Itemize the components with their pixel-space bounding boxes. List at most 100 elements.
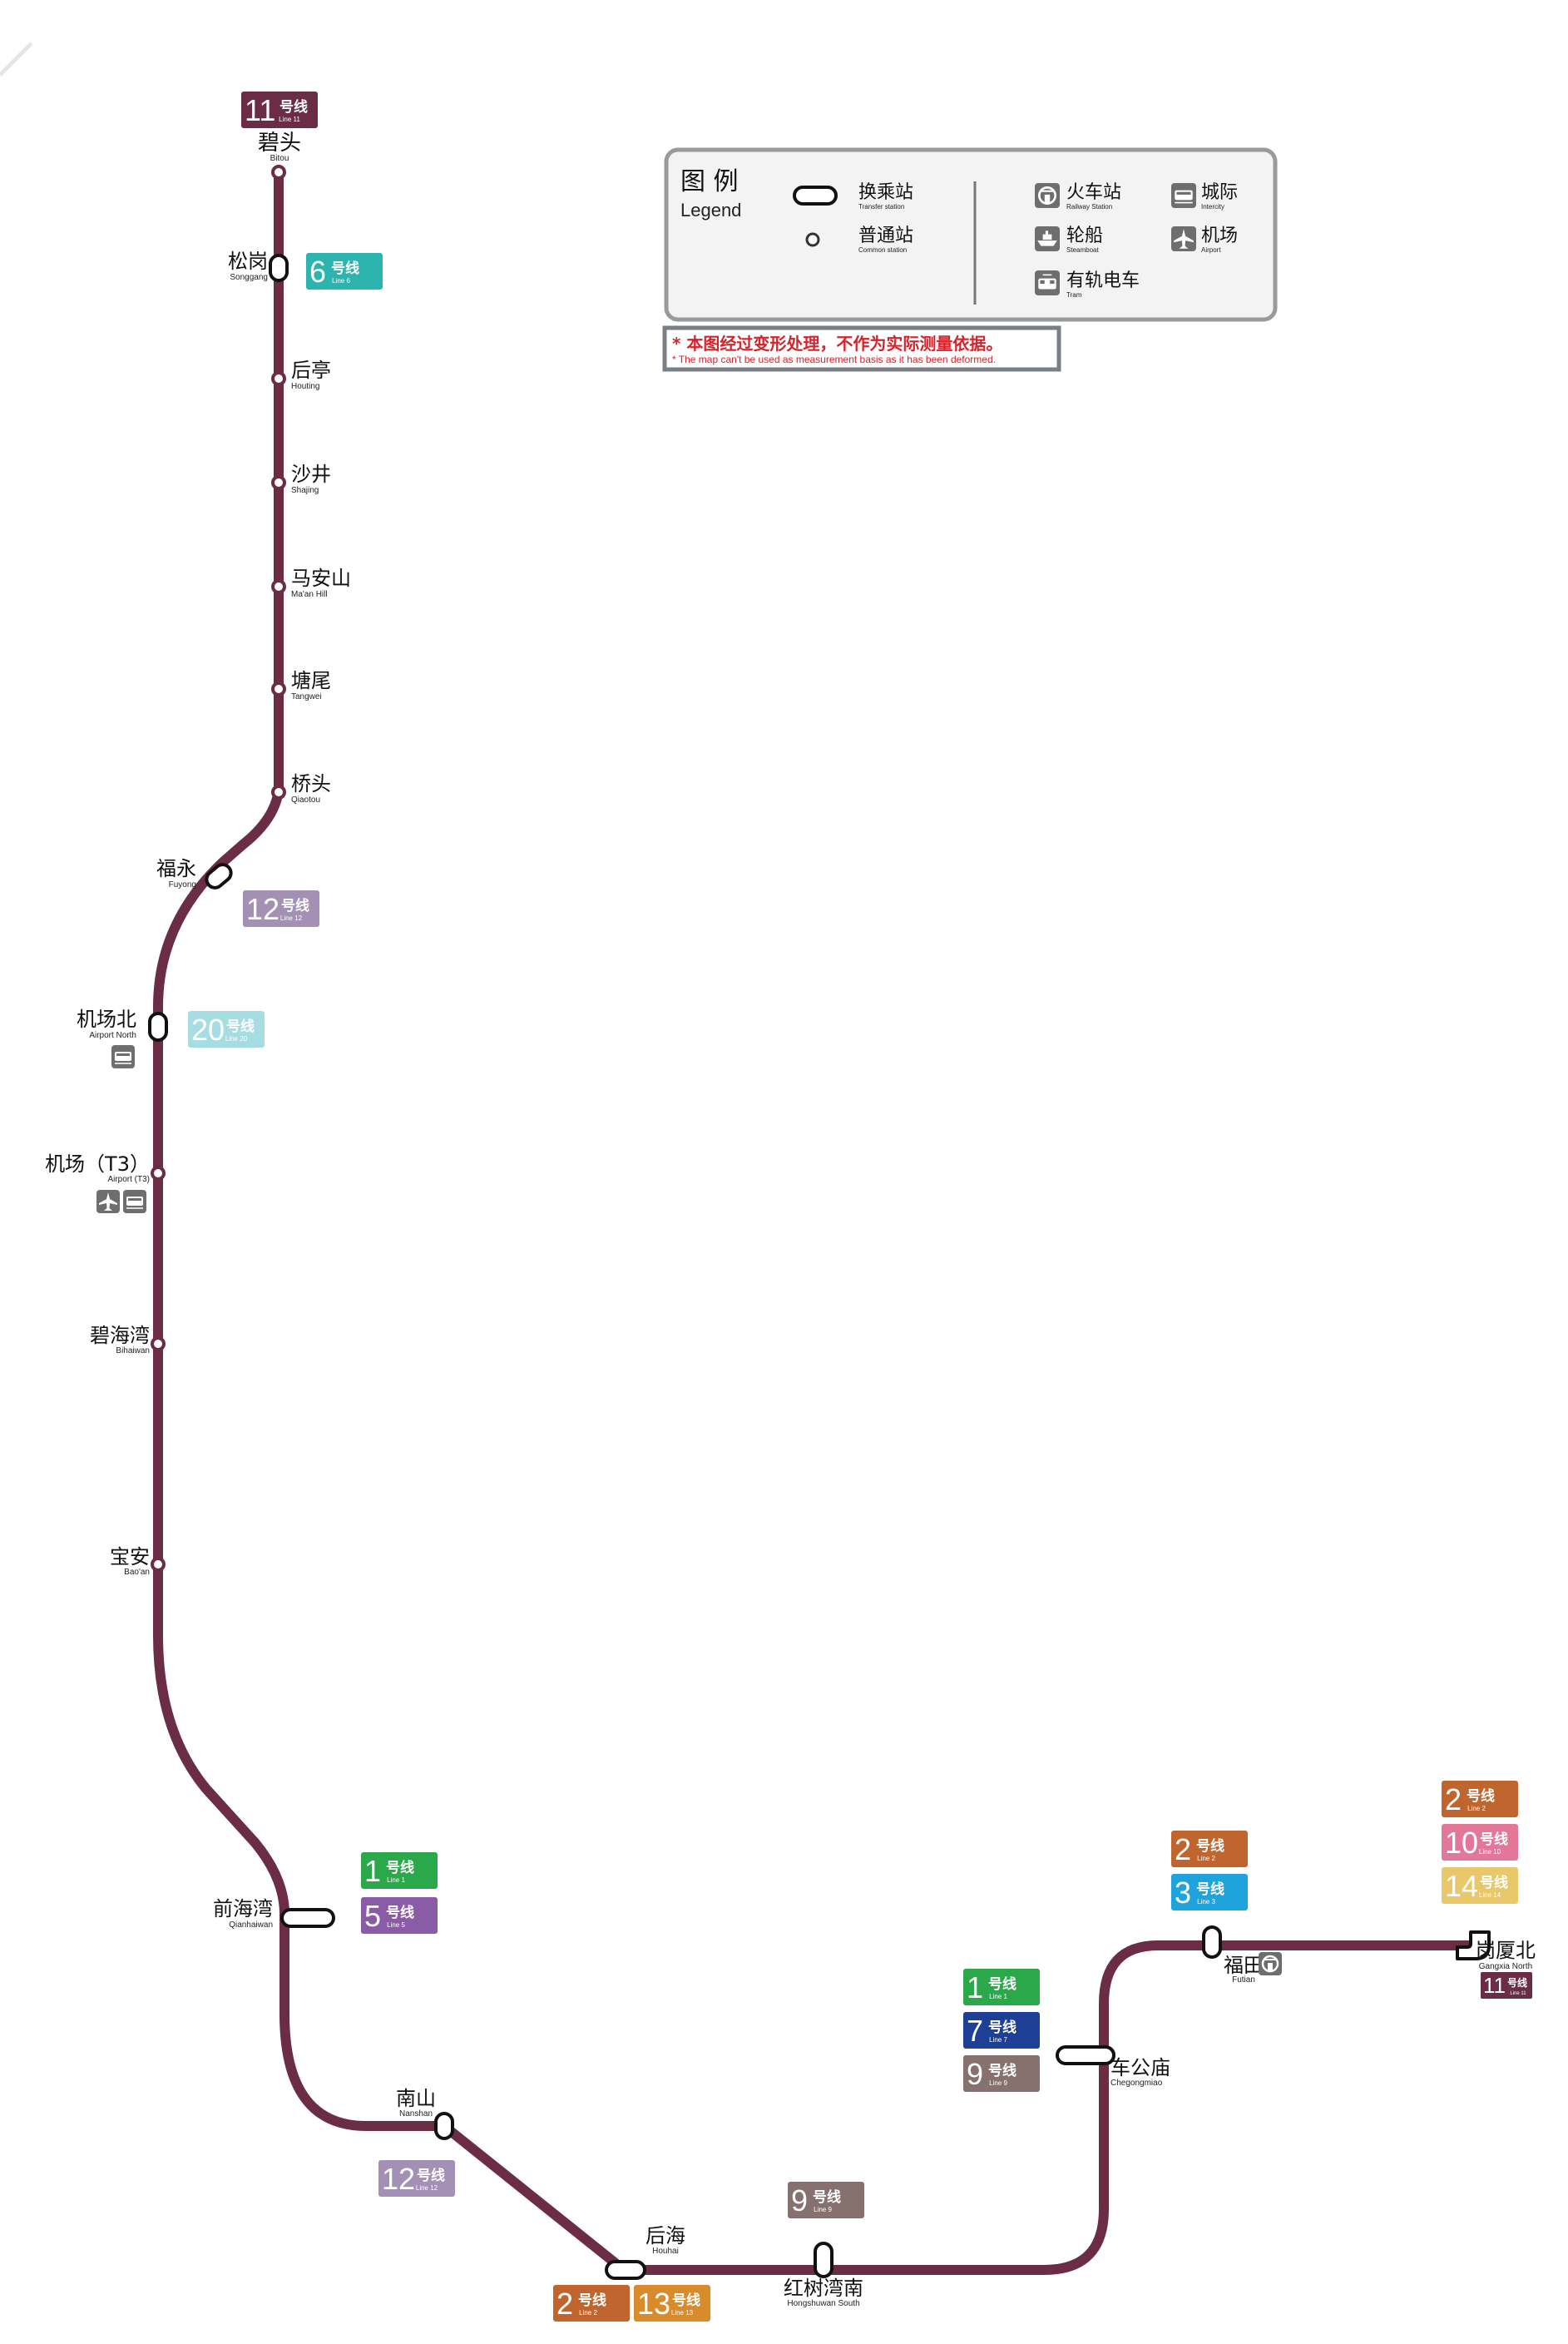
line-suffix: 号线 — [417, 2167, 445, 2184]
decorative-stroke — [0, 42, 33, 77]
legend-title: 图 例 — [680, 167, 739, 196]
line-badge-bg — [361, 1852, 438, 1889]
legend-label-en: Intercity — [1201, 203, 1224, 211]
line-suffix: 号线 — [1507, 1976, 1527, 1989]
legend-label: 城际 — [1201, 182, 1238, 203]
intercity-icon — [111, 1045, 135, 1068]
intercity-icon — [123, 1190, 146, 1213]
tram-icon — [1035, 270, 1060, 295]
line-badge-bg — [1442, 1781, 1518, 1817]
line-number: 9 — [791, 2183, 808, 2218]
line-suffix: 号线 — [1467, 1787, 1495, 1805]
transfer-station-icon — [793, 186, 838, 206]
station-name-en: Bao'an — [124, 1568, 150, 1577]
station-name: 宝安 — [110, 1545, 150, 1568]
line-number: 3 — [1175, 1876, 1191, 1910]
line-badge-bg — [1171, 1831, 1248, 1867]
legend-label: 有轨电车 — [1066, 270, 1140, 291]
transfer-station-marker — [814, 2242, 833, 2278]
station-name-en: Qiaotou — [291, 795, 320, 805]
line-name-en: Line 11 — [279, 116, 300, 123]
notice-en: * The map can't be used as measurement b… — [672, 354, 996, 365]
line-badge-bg — [361, 1897, 438, 1934]
line-badge-bg — [963, 2055, 1040, 2092]
station-name-en: Bihaiwan — [116, 1346, 150, 1355]
legend-label: 普通站 — [858, 225, 913, 246]
station-name: 车公庙 — [1110, 2056, 1170, 2079]
railway-station-icon — [1035, 183, 1060, 208]
line-number: 10 — [1445, 1826, 1478, 1860]
railway-station-icon — [1259, 1952, 1282, 1975]
legend-label-en: Transfer station — [858, 203, 904, 211]
legend-label: 火车站 — [1066, 182, 1121, 203]
line-number: 12 — [382, 2162, 415, 2196]
line-badge-bg — [1442, 1824, 1518, 1861]
line-number: 11 — [1483, 1973, 1506, 1998]
legend-title-en: Legend — [680, 200, 741, 221]
station-name: 福田 — [1224, 1954, 1264, 1977]
line-number: 2 — [1175, 1832, 1191, 1866]
station-name: 红树湾南 — [784, 2277, 863, 2300]
line-number: 11 — [245, 93, 275, 127]
line-suffix: 号线 — [331, 260, 359, 277]
line-suffix: 号线 — [1480, 1874, 1508, 1891]
common-station-marker — [271, 371, 286, 386]
common-station-marker — [271, 681, 286, 696]
legend-label-en: Tram — [1066, 291, 1082, 299]
deformation-notice: * 本图经过变形处理，不作为实际测量依据。 * The map can't be… — [662, 325, 1061, 372]
steamboat-icon — [1035, 226, 1060, 251]
station-name: 沙井 — [291, 463, 331, 486]
station-name: 碧头 — [258, 131, 301, 156]
station-name-en: Tangwei — [291, 692, 322, 701]
common-station-marker — [151, 1336, 166, 1351]
station-name-en: Hongshuwan South — [787, 2299, 859, 2308]
line-badge-bg — [243, 890, 319, 927]
airport-icon — [96, 1190, 120, 1213]
line-name-en: Line 11 — [1510, 1991, 1526, 1996]
line-suffix: 号线 — [1480, 1831, 1508, 1848]
legend-label: 机场 — [1201, 225, 1238, 246]
station-name-en: Qianhaiwan — [229, 1920, 273, 1930]
station-name-en: Airport North — [89, 1031, 136, 1040]
line-11-route — [153, 172, 1474, 2275]
station-name: 塘尾 — [291, 669, 331, 692]
line-number: 7 — [967, 2014, 983, 2048]
common-station-marker — [271, 475, 286, 490]
line-number: 1 — [967, 1970, 983, 2005]
line-suffix: 号线 — [1196, 1881, 1224, 1898]
line-number: 6 — [309, 255, 326, 289]
station-labels: 碧头Bitou松岗Songgang后亭Houting沙井Shajing马安山Ma… — [45, 131, 1536, 2308]
line-suffix: 号线 — [988, 2062, 1016, 2079]
station-name: 后亭 — [291, 359, 331, 382]
station-name: 机场（T3） — [45, 1152, 150, 1176]
line-name-en: Line 9 — [814, 2206, 832, 2213]
station-name-en: Nanshan — [399, 2109, 433, 2119]
station-name: 后海 — [646, 2224, 685, 2247]
station-markers — [148, 165, 1491, 2280]
transfer-station-marker — [1456, 1930, 1491, 1960]
station-name-en: Ma'an Hill — [291, 590, 328, 599]
line-name-en: Line 9 — [989, 2079, 1007, 2087]
line-badge-bg — [1442, 1867, 1518, 1904]
